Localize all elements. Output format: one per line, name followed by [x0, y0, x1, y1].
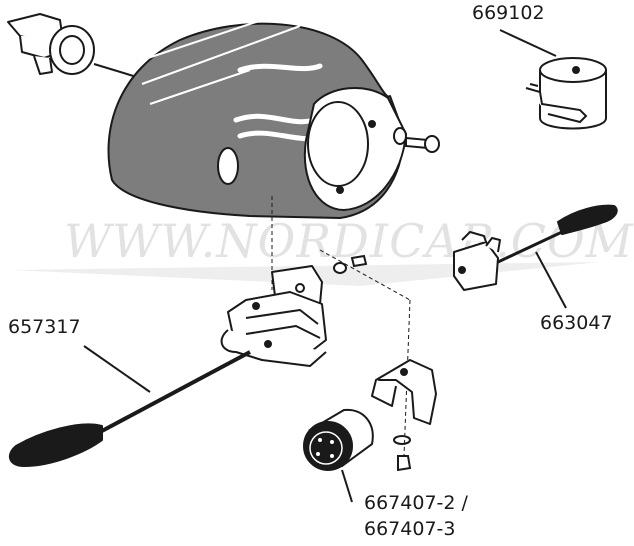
flasher-relay-can	[499, 29, 607, 130]
part-number-left-stalk: 657317	[8, 316, 81, 338]
part-number-flasher-relay: 669102	[472, 2, 545, 24]
part-number-right-stalk: 663047	[540, 312, 613, 334]
part-number-buzzer-relay-line2: 667407-3	[364, 518, 456, 540]
shroud-screw	[393, 127, 440, 153]
column-shroud	[107, 13, 407, 219]
buzzer-relay-can	[303, 408, 374, 503]
watermark-text: WWW.NORDICAR.COM	[64, 214, 634, 268]
right-stalk-switch	[453, 204, 618, 309]
part-number-buzzer-relay-line1: 667407-2 /	[364, 492, 468, 514]
buzzer-relay-bracket	[371, 359, 437, 425]
left-stalk-switch	[8, 345, 251, 467]
washer-pair	[333, 254, 412, 472]
switch-assembly	[220, 265, 327, 367]
mounting-clip	[7, 13, 141, 79]
